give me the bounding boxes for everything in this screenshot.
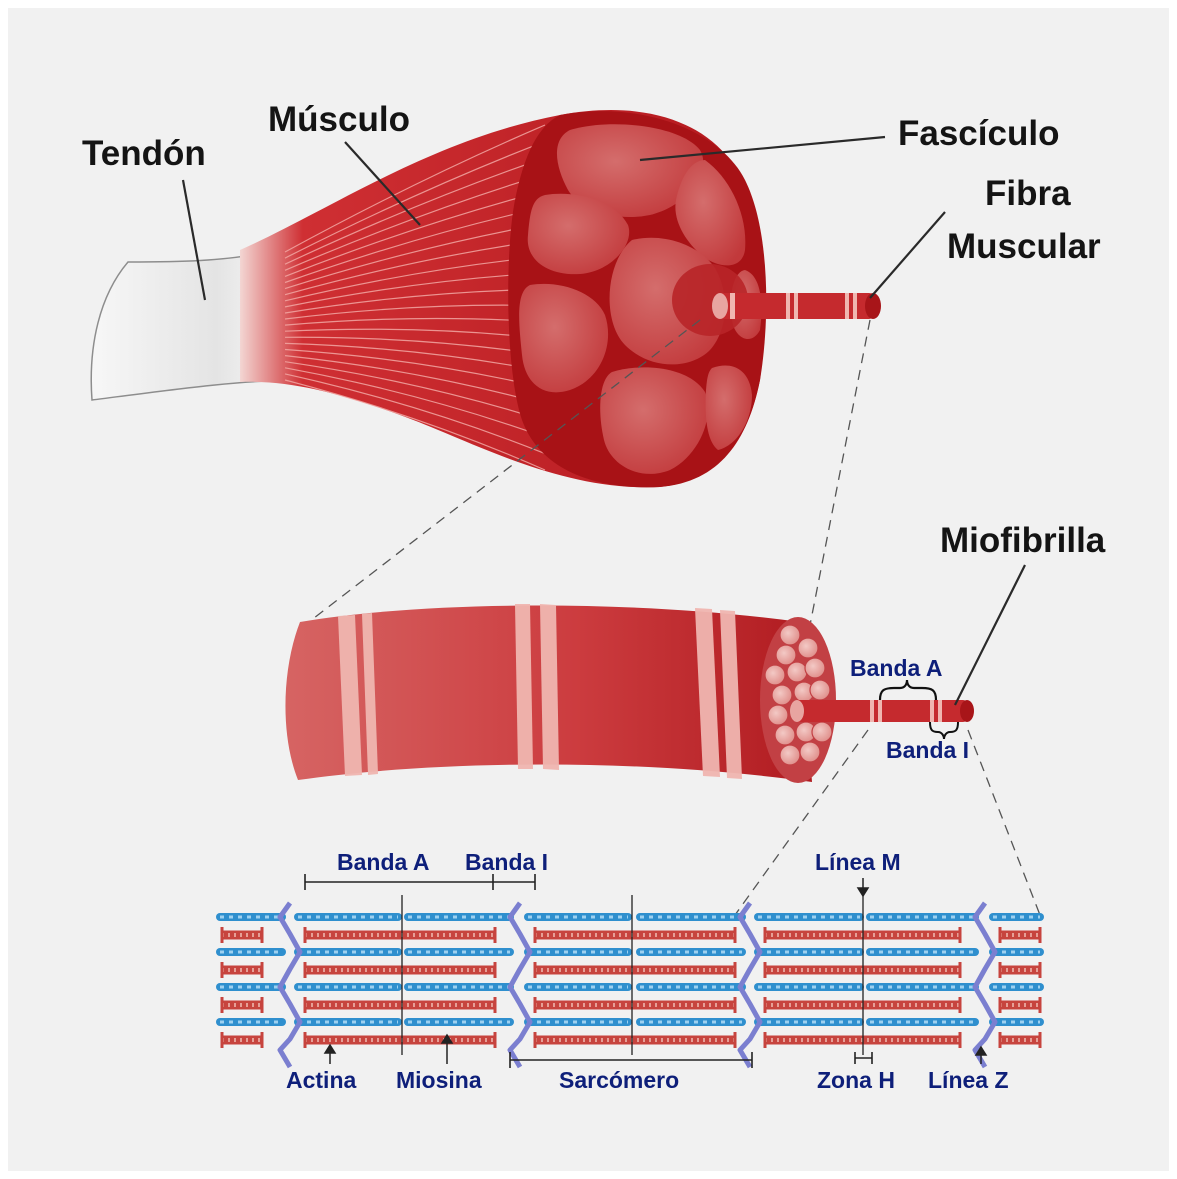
myofibril-bundle xyxy=(780,625,800,645)
myofibril-bundle xyxy=(810,680,830,700)
myofibril-bundle xyxy=(775,725,795,745)
myofibril-bundle xyxy=(780,745,800,765)
label-fasciculo: Fascículo xyxy=(898,114,1059,153)
myofibril-bundle xyxy=(772,685,792,705)
label-banda-i-small: Banda I xyxy=(886,737,969,763)
label-linea-z: Línea Z xyxy=(928,1067,1009,1093)
myofibril-small xyxy=(790,700,974,722)
label-banda-i: Banda I xyxy=(465,849,548,875)
muscle-fiber xyxy=(285,604,836,783)
label-miofibrilla: Miofibrilla xyxy=(940,521,1106,560)
myofibril-bundle xyxy=(798,638,818,658)
myofibril-bundle xyxy=(776,645,796,665)
label-fibra-line1: Fibra xyxy=(985,174,1071,213)
label-zona-h: Zona H xyxy=(817,1067,895,1093)
label-actina: Actina xyxy=(286,1067,357,1093)
myofibril-bundle xyxy=(800,742,820,762)
label-tendon: Tendón xyxy=(82,134,206,173)
label-banda-a-small: Banda A xyxy=(850,655,942,681)
label-linea-m: Línea M xyxy=(815,849,901,875)
myofibril-bundle xyxy=(768,705,788,725)
myofibril-bundle xyxy=(765,665,785,685)
myofibril-bundle xyxy=(805,658,825,678)
fiber-small xyxy=(712,293,881,319)
label-miosina: Miosina xyxy=(396,1067,482,1093)
myofibril-bundle xyxy=(812,722,832,742)
label-fibra-line2: Muscular xyxy=(947,227,1101,266)
label-banda-a: Banda A xyxy=(337,849,429,875)
myofibril-bundle xyxy=(787,662,807,682)
label-musculo: Músculo xyxy=(268,100,410,139)
label-sarcomero: Sarcómero xyxy=(559,1067,679,1093)
